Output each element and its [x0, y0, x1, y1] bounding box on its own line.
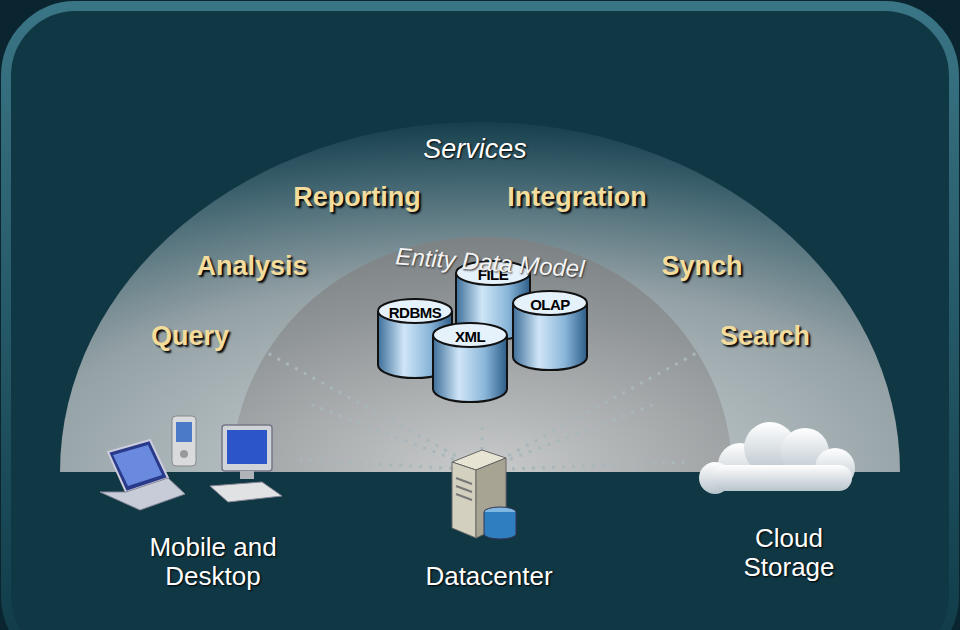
- service-name: Analysis: [196, 252, 307, 282]
- pda-icon: [172, 416, 196, 466]
- platform-label: Cloud Storage: [732, 524, 847, 581]
- frame: [6, 6, 954, 630]
- store-name: RDBMS: [377, 304, 453, 321]
- desktop-icon: [210, 425, 282, 502]
- service-name: Reporting: [293, 183, 421, 213]
- service-name: Synch: [661, 252, 742, 282]
- service-name: Integration: [507, 183, 647, 213]
- database-cylinder: OLAP: [512, 290, 588, 370]
- cloud-icon: [699, 422, 855, 494]
- server-icon: [452, 450, 516, 539]
- service-name: Query: [151, 322, 229, 352]
- service-name: Search: [720, 322, 810, 352]
- database-cylinder: XML: [432, 322, 508, 402]
- store-name: OLAP: [512, 296, 588, 313]
- platform-label: Mobile and Desktop: [126, 533, 301, 590]
- services-title: Services: [423, 135, 527, 165]
- platform-label: Datacenter: [425, 562, 552, 591]
- services-dome: [60, 122, 900, 472]
- store-name: XML: [432, 328, 508, 345]
